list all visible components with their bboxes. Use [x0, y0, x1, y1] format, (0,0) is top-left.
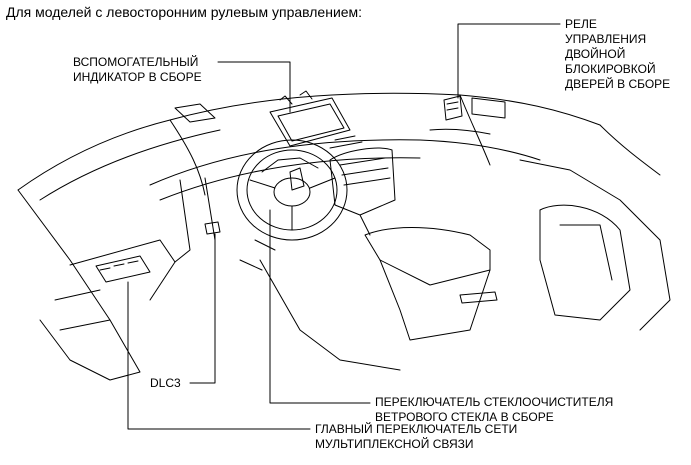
label-main-switch: ГЛАВНЫЙ ПЕРЕКЛЮЧАТЕЛЬ СЕТИ МУЛЬТИПЛЕКСНО… — [315, 422, 518, 451]
dlc3-connector — [205, 222, 220, 234]
leader-aux-indicator — [218, 62, 290, 112]
leader-dlc3 — [190, 234, 215, 383]
left-door — [18, 190, 175, 380]
right-door — [472, 98, 670, 330]
label-relay: РЕЛЕ УПРАВЛЕНИЯ ДВОЙНОЙ БЛОКИРОВКОЙ ДВЕР… — [565, 17, 671, 91]
leader-wiper-switch — [270, 210, 370, 403]
leader-relay — [458, 24, 560, 98]
dashboard — [150, 129, 540, 262]
wiper-switch-stalk — [290, 168, 304, 190]
label-dlc3: DLC3 — [150, 376, 181, 390]
relay-component — [444, 96, 462, 120]
leader-lines — [128, 24, 560, 429]
leader-main-switch — [128, 282, 310, 429]
floor — [240, 240, 400, 370]
label-wiper-switch: ПЕРЕКЛЮЧАТЕЛЬ СТЕКЛООЧИСТИТЕЛЯ ВЕТРОВОГО… — [375, 395, 614, 424]
center-display — [270, 91, 362, 148]
label-aux-indicator: ВСПОМОГАТЕЛЬНЫЙ ИНДИКАТОР В СБОРЕ — [73, 55, 202, 84]
center-console — [330, 148, 497, 340]
diagram-caption: Для моделей с левосторонним рулевым упра… — [6, 4, 363, 20]
steering-wheel — [237, 140, 347, 240]
windshield-frame — [18, 93, 660, 200]
